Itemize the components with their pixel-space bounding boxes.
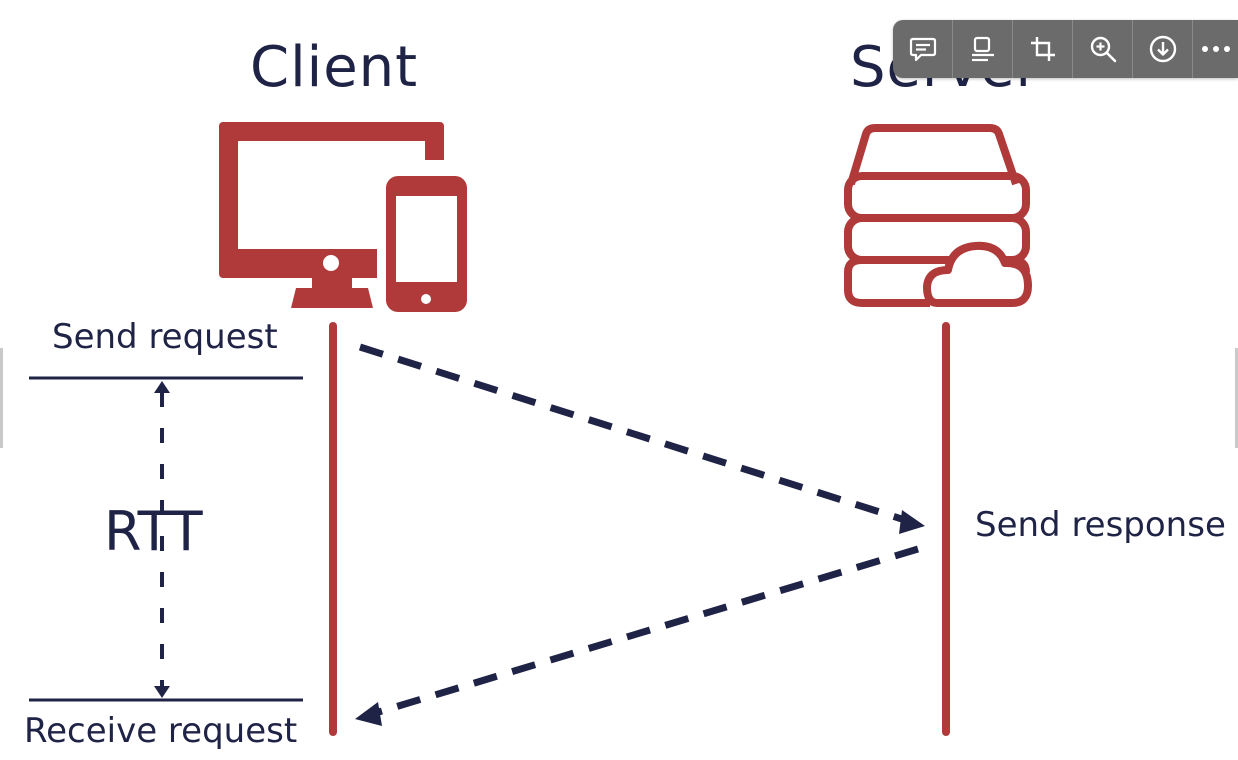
zoom-in-button[interactable] [1073, 20, 1133, 78]
send-response-label: Send response [975, 505, 1226, 545]
client-title: Client [250, 35, 419, 100]
left-edge-handle[interactable] [0, 348, 3, 448]
download-button[interactable] [1133, 20, 1193, 78]
layout-button[interactable] [953, 20, 1013, 78]
download-icon [1149, 35, 1176, 63]
layout-icon [971, 36, 994, 62]
response-arrow-line [370, 545, 920, 718]
arrow-up-icon [154, 381, 170, 393]
send-request-label: Send request [52, 317, 278, 357]
comment-button[interactable] [893, 20, 953, 78]
more-button[interactable] [1193, 20, 1238, 78]
rtt-label: RTT [104, 500, 203, 563]
phone-icon [386, 176, 467, 312]
crop-icon [1030, 37, 1055, 61]
server-icon [844, 124, 1032, 307]
response-arrowhead-icon [355, 702, 382, 726]
comment-icon [909, 37, 936, 62]
request-arrowhead-icon [899, 510, 925, 534]
receive-request-label: Receive request [24, 711, 298, 751]
request-arrow-line [358, 343, 910, 525]
right-edge-handle[interactable] [1235, 348, 1238, 448]
more-icon [1201, 46, 1230, 52]
crop-button[interactable] [1013, 20, 1073, 78]
arrow-down-icon [154, 686, 170, 698]
image-toolbar [893, 20, 1238, 78]
zoom-in-icon [1090, 36, 1116, 63]
